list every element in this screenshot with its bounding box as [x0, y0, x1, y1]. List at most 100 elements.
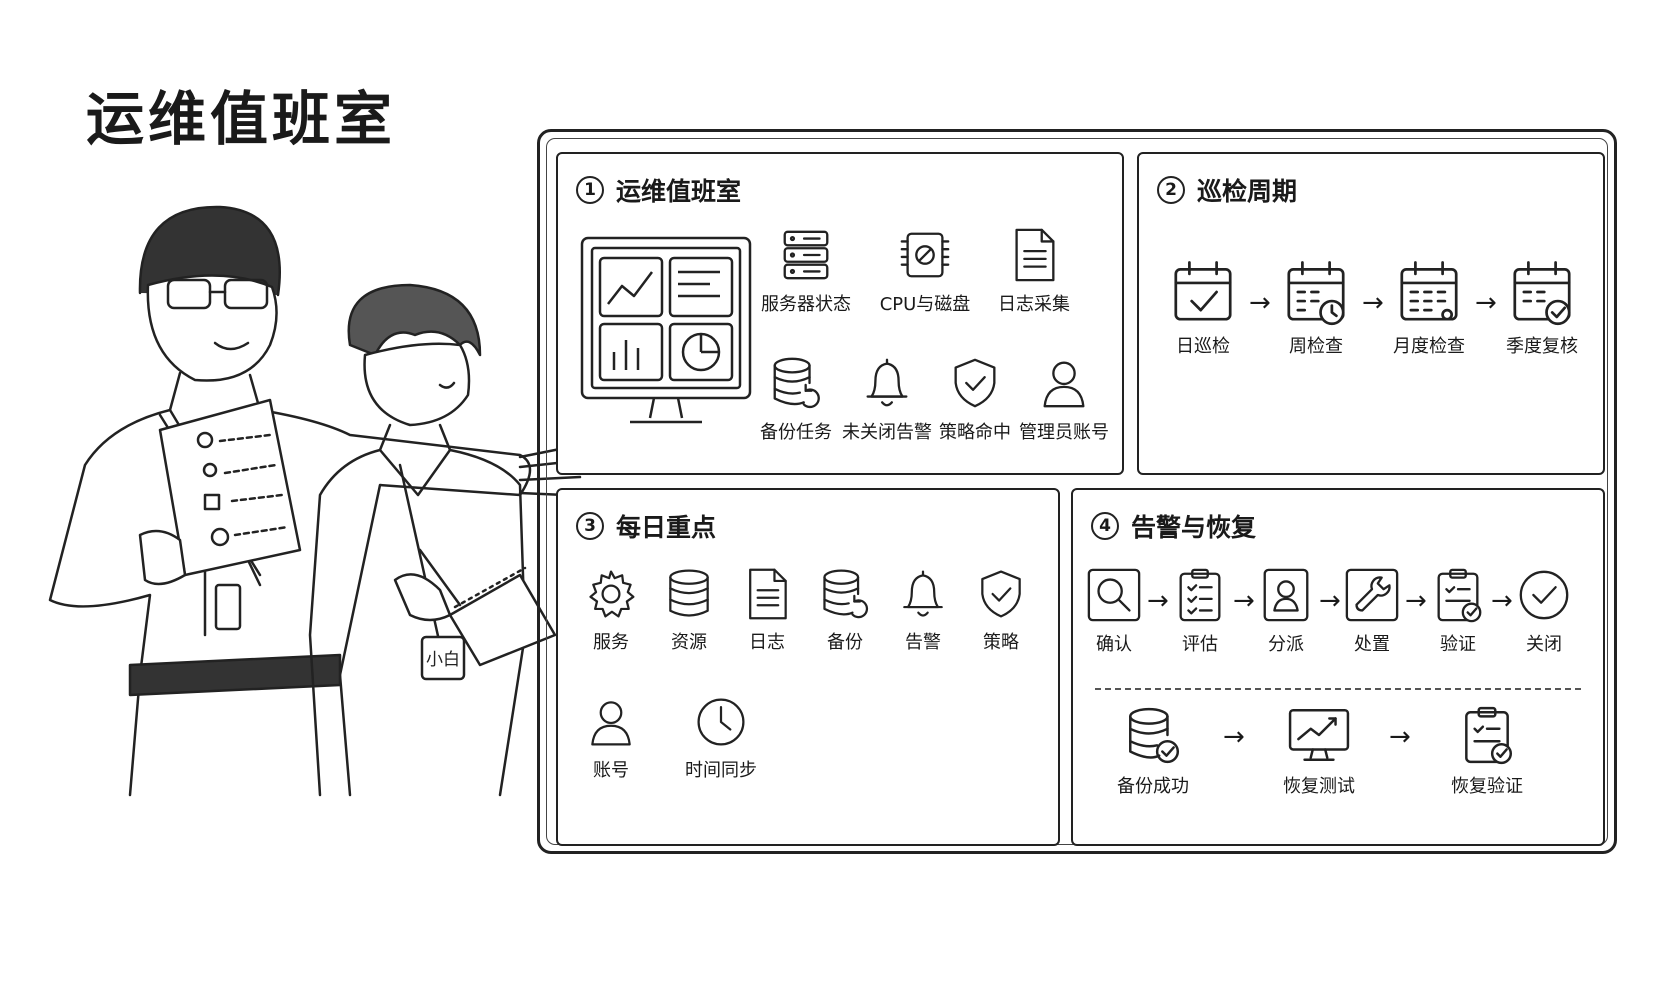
database-sync-icon — [773, 357, 820, 409]
divider — [1095, 688, 1581, 690]
item-database-check: 备份成功 — [1103, 704, 1203, 798]
check-circle-icon — [1519, 570, 1569, 620]
arrow-right-icon: → — [1491, 586, 1513, 616]
item-label: CPU与磁盘 — [879, 294, 971, 315]
arrow-right-icon: → — [1389, 722, 1411, 752]
senior-engineer-figure — [48, 205, 587, 797]
bell-icon — [866, 358, 908, 407]
search-icon — [1087, 568, 1141, 622]
item-label: 月度检查 — [1393, 336, 1465, 357]
clipboard-check-icon — [1437, 568, 1482, 623]
database-sync-icon — [823, 569, 868, 619]
item-label: 处置 — [1354, 634, 1390, 655]
item-label: 备份 — [827, 632, 863, 653]
item-label: 服务 — [593, 632, 629, 653]
user-icon — [591, 701, 631, 746]
item-calendar-clock: 周检查 — [1266, 258, 1366, 358]
arrow-right-icon: → — [1405, 586, 1427, 616]
section-number: 3 — [576, 512, 604, 540]
item-shield-check: 策略 — [956, 566, 1046, 654]
item-bell: 告警 — [878, 566, 968, 654]
item-clipboard-list: 评估 — [1163, 566, 1237, 656]
arrow-right-icon: → — [1319, 586, 1341, 616]
clipboard-list-icon — [1179, 568, 1221, 622]
item-label: 备份任务 — [760, 422, 832, 443]
item-gear: 服务 — [566, 566, 656, 654]
item-label: 日志 — [749, 632, 785, 653]
item-user-card: 分派 — [1249, 566, 1323, 656]
item-wrench: 处置 — [1335, 566, 1409, 656]
calendar-clock-icon — [1287, 261, 1345, 326]
item-clock: 时间同步 — [676, 694, 766, 782]
calendar-check-badge-icon — [1513, 261, 1571, 326]
item-label: 时间同步 — [685, 760, 757, 781]
item-server: 服务器状态 — [756, 226, 856, 316]
item-user: 账号 — [566, 694, 656, 782]
item-label: 策略 — [983, 632, 1019, 653]
document-icon — [749, 568, 787, 620]
item-calendar-check: 日巡检 — [1153, 258, 1253, 358]
item-label: 恢复验证 — [1451, 776, 1523, 797]
item-label: 周检查 — [1289, 336, 1343, 357]
panel-daily-focus: 3 每日重点 服务 资源 日志 备份 告警 策略账号 时间同步 — [556, 488, 1060, 846]
junior-staff-figure — [308, 283, 557, 797]
monitor-dashboard-icon — [580, 236, 752, 424]
server-icon — [783, 230, 829, 280]
item-label: 关闭 — [1526, 634, 1562, 655]
item-label: 资源 — [671, 632, 707, 653]
shield-check-icon — [981, 570, 1021, 618]
panel-alert-recovery: 4 告警与恢复 确认→评估→分派→处置→验证→关闭备份成功→恢复测试→恢复验证 — [1071, 488, 1605, 846]
calendar-check-icon — [1174, 261, 1232, 321]
panel-title: 3 每日重点 — [576, 508, 716, 544]
item-label: 日巡检 — [1176, 336, 1230, 357]
user-icon — [1043, 361, 1085, 408]
shield-check-icon — [954, 358, 996, 408]
clock-icon — [697, 698, 745, 746]
panel-title: 4 告警与恢复 — [1091, 508, 1256, 544]
section-number: 1 — [576, 176, 604, 204]
item-database-sync: 备份 — [800, 566, 890, 654]
item-label: 管理员账号 — [1019, 422, 1109, 443]
panel-title-text: 每日重点 — [616, 513, 717, 542]
panel-title: 1 运维值班室 — [576, 172, 741, 208]
arrow-right-icon: → — [1233, 586, 1255, 616]
arrow-right-icon: → — [1223, 722, 1245, 752]
dashboard-board: 1 运维值班室 服务器状态 CPU与磁盘 日志采集备份任务未关闭告警策略命中管理员账… — [537, 129, 1617, 854]
panel-title: 2 巡检周期 — [1157, 172, 1297, 208]
item-label: 评估 — [1182, 634, 1218, 655]
panel-duty-room: 1 运维值班室 服务器状态 CPU与磁盘 日志采集备份任务未关闭告警策略命中管理员账… — [556, 152, 1124, 475]
item-label: 告警 — [905, 632, 941, 653]
calendar-icon — [1400, 261, 1458, 321]
panel-title-text: 告警与恢复 — [1131, 513, 1257, 542]
cpu-icon — [900, 232, 950, 278]
database-check-icon — [1129, 707, 1180, 764]
item-database: 资源 — [644, 566, 734, 654]
item-label: 验证 — [1440, 634, 1476, 655]
clipboard-check-icon — [1465, 706, 1513, 765]
panel-title-text: 巡检周期 — [1197, 177, 1298, 206]
monitor-chart-icon — [1288, 708, 1350, 762]
item-calendar-check-badge: 季度复核 — [1492, 258, 1592, 358]
item-calendar: 月度检查 — [1379, 258, 1479, 358]
arrow-right-icon: → — [1475, 288, 1497, 318]
item-label: 确认 — [1096, 634, 1132, 655]
arrow-right-icon: → — [1249, 288, 1271, 318]
item-label: 未关闭告警 — [842, 422, 932, 443]
item-label: 账号 — [593, 760, 629, 781]
checklist-document-icon — [138, 398, 302, 586]
wrench-icon — [1345, 568, 1399, 622]
item-label: 恢复测试 — [1283, 776, 1355, 797]
item-label: 日志采集 — [998, 294, 1070, 315]
item-user: 管理员账号 — [1014, 354, 1114, 444]
item-bell: 未关闭告警 — [837, 354, 937, 444]
item-document: 日志采集 — [984, 226, 1084, 316]
item-clipboard-check: 恢复验证 — [1437, 704, 1537, 798]
item-label: 策略命中 — [939, 422, 1011, 443]
item-document: 日志 — [722, 566, 812, 654]
item-label: 服务器状态 — [761, 294, 851, 315]
name-badge: 小白 — [426, 650, 460, 670]
panel-title-text: 运维值班室 — [616, 177, 742, 206]
arrow-right-icon: → — [1362, 288, 1384, 318]
item-label: 分派 — [1268, 634, 1304, 655]
item-clipboard-check: 验证 — [1421, 566, 1495, 656]
